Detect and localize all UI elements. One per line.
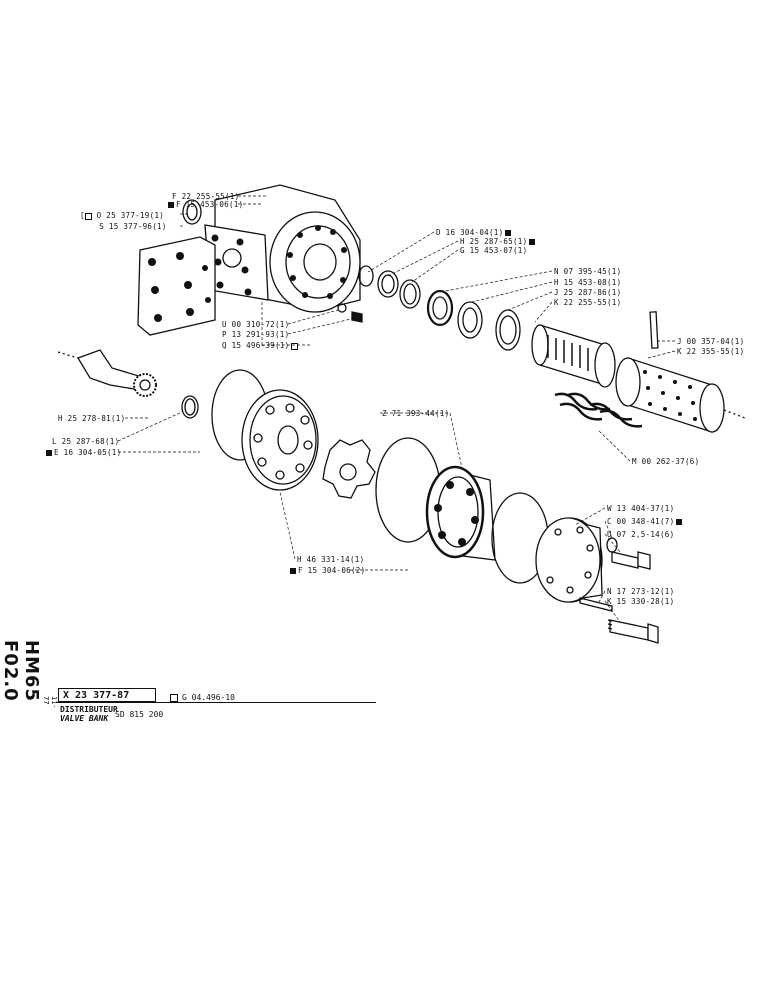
callout-m-00-262-37: M 00 262-37(6): [632, 457, 700, 466]
model-number: SD 815 200: [115, 710, 164, 719]
spool-sleeve: [531, 324, 616, 388]
drawing-number: G 04.496-10: [170, 693, 235, 702]
seal-ring-1: [358, 265, 374, 287]
callout-u-07-2-5-14: U 07 2,5-14(6): [607, 530, 675, 539]
new-part-marker: [290, 568, 296, 574]
callout-e-16-304-05: E 16 304-05(1): [46, 448, 121, 457]
side-code: HM65 F02.0 11-77: [0, 640, 58, 740]
new-part-marker: [505, 230, 512, 236]
callout-n-07-395-45: N 07 395-45(1): [554, 267, 622, 276]
new-part-marker: [529, 239, 536, 245]
callout-h-15-453-08: H 15 453-08(1): [554, 278, 622, 287]
drive-shaft: [57, 349, 157, 397]
reference-box: X 23 377-87: [58, 688, 156, 702]
callout-h-25-287-65: H 25 287-65(1): [460, 237, 537, 246]
new-part-marker: [168, 202, 174, 208]
title-french: DISTRIBUTEUR: [60, 705, 118, 714]
washer: [606, 537, 618, 553]
callout-k-22-355-55: K 22 355-55(1): [677, 347, 745, 356]
callout-n-17-273-12: N 17 273-12(1): [607, 587, 675, 596]
callout-h-46-331-14: H 46 331-14(1): [297, 555, 365, 564]
callout-f-15-304-06: F 15 304-06(2): [290, 566, 365, 575]
bolt-small: [611, 551, 651, 570]
callout-j-00-357-04: J 00 357-04(1): [677, 337, 745, 346]
end-cap: [535, 517, 603, 603]
outer-sleeve: [615, 357, 725, 433]
callout-j-25-287-86: J 25 287-86(1): [554, 288, 622, 297]
callout-u-00-310-72: U 00 310-72(1): [222, 320, 290, 329]
callout-w-13-404-37: W 13 404-37(1): [607, 504, 675, 513]
bolt-long: [607, 619, 659, 644]
port-plate: [241, 389, 319, 491]
open-square-marker: [84, 212, 92, 220]
seal-ring-2: [181, 395, 199, 419]
callout-c-00-348-41: C 00 348-41(7): [607, 517, 684, 526]
title-english: VALVE BANK: [60, 714, 109, 723]
o-ring-top: [182, 199, 202, 225]
end-cover-plate: [137, 236, 216, 336]
callout-p-13-291-93: P 13 291-93(1): [222, 330, 290, 339]
side-code-text: HM65 F02.0: [0, 640, 42, 703]
callout-f-15-453-06: F 15 453-06(1): [168, 200, 243, 209]
callout-d-16-304-04: D 16 304-04(1): [436, 228, 513, 237]
title-divider: [56, 702, 376, 703]
callout-g-15-453-07: G 15 453-07(1): [460, 246, 528, 255]
callout-f-22-255-55: F 22 255-55(1): [172, 192, 240, 201]
stator-ring: [425, 465, 496, 561]
callout-k-15-330-28: K 15 330-28(1): [607, 597, 675, 606]
new-part-marker: [676, 519, 683, 525]
open-square-marker: [170, 693, 178, 702]
callout-z-71-393-44: Z 71 393-44(1): [382, 409, 450, 418]
pin: [649, 311, 659, 349]
callout-h-25-278-81: H 25 278-81(1): [58, 414, 126, 423]
callout-l-25-287-68: L 25 287-68(1): [52, 437, 120, 446]
title-block: X 23 377-87 G 04.496-10 DISTRIBUTEUR VAL…: [56, 688, 376, 738]
leaf-springs: [554, 392, 643, 428]
callout-q-15-496-39: Q 15 496-39(1): [222, 341, 299, 350]
new-part-marker: [46, 450, 52, 456]
gerotor-star: [322, 439, 376, 499]
open-square-marker: [291, 342, 299, 350]
callout-s-15-377-96: S 15 377-96(1): [99, 222, 167, 231]
valve-housing: [204, 184, 361, 313]
callout-k-22-255-55: K 22 255-55(1): [554, 298, 622, 307]
callout-o-25-377-19: [ O 25 377-19(1): [80, 211, 165, 220]
